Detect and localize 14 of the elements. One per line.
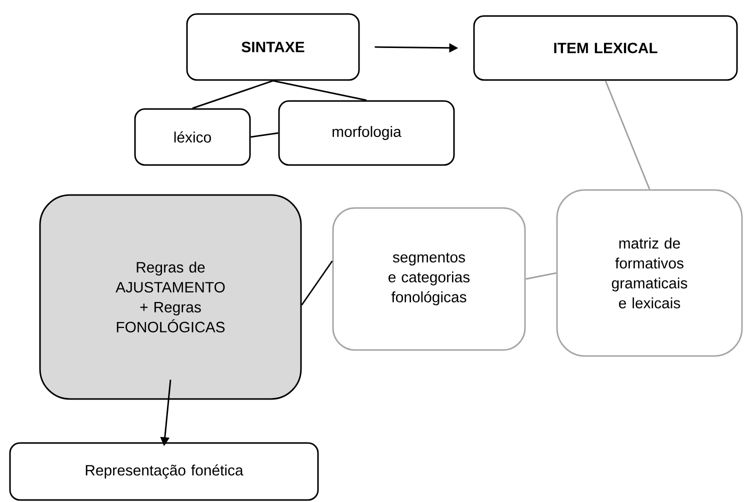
rounded-box: morfologia: [278, 100, 455, 166]
rounded-box: segmentos e categorias fonológicas: [332, 207, 526, 351]
rounded-box: matriz de formativos gramaticais e lexicais: [556, 189, 743, 357]
connector: [301, 260, 333, 306]
rounded-box: SINTAXE: [186, 13, 360, 81]
rounded-box: Representação fonética: [9, 442, 319, 501]
connector: [250, 132, 278, 138]
rounded-box: ITEM LEXICAL: [473, 15, 738, 81]
connector: [526, 272, 556, 280]
rounded-box: Regras de AJUSTAMENTO + Regras FONOLÓGICAS: [39, 194, 302, 400]
rounded-box: léxico: [134, 108, 251, 166]
connector: [604, 80, 650, 190]
connector: [192, 80, 274, 109]
connector: [272, 80, 367, 101]
